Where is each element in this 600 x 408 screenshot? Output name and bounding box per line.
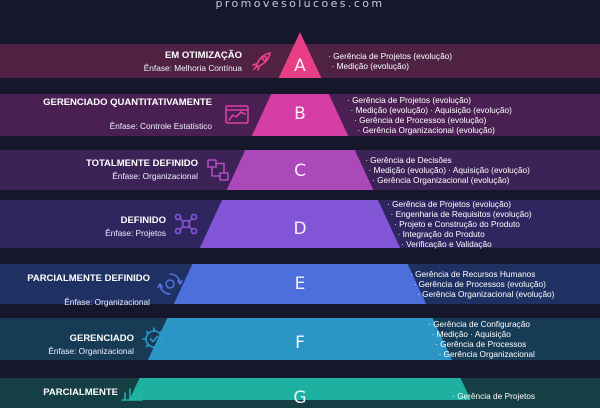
level-emphasis: Ênfase: Organizacional bbox=[112, 171, 198, 181]
dashboard-icon bbox=[225, 105, 249, 124]
level-item: Medição (evolução) · Aquisição (evolução… bbox=[365, 165, 530, 175]
level-item: Medição (evolução) · Aquisição (evolução… bbox=[347, 105, 512, 115]
level-item: Gerência de Projetos (evolução) bbox=[387, 199, 532, 209]
level-title: PARCIALMENTE DEFINIDO bbox=[27, 273, 150, 284]
rocket-icon bbox=[252, 52, 271, 71]
pyramid-slice-b bbox=[251, 94, 349, 136]
pyramid-slice-c bbox=[226, 150, 374, 190]
level-title: GERENCIADO bbox=[69, 333, 134, 344]
level-letter: D bbox=[293, 219, 307, 239]
level-item: Gerência de Processos (evolução) bbox=[347, 115, 512, 125]
level-letter: F bbox=[295, 333, 305, 353]
level-item: Gerência de Projetos (evolução) bbox=[328, 51, 452, 61]
level-item: Medição (evolução) bbox=[328, 61, 452, 71]
level-items: Gerência de DecisõesMedição (evolução) ·… bbox=[365, 155, 530, 186]
level-item: Gerência de Processos (evolução) bbox=[410, 279, 554, 289]
level-items: Gerência de Projetos bbox=[452, 391, 535, 401]
level-letter: G bbox=[293, 388, 307, 408]
gear-check-icon bbox=[142, 327, 166, 351]
level-emphasis: Ênfase: Controle Estatístico bbox=[109, 121, 212, 131]
level-items: Gerência de Recursos HumanosGerência de … bbox=[410, 269, 554, 300]
network-gear-icon bbox=[174, 213, 198, 235]
level-item: Gerência de Processos bbox=[428, 339, 535, 349]
level-letter: B bbox=[294, 104, 306, 124]
level-letter: A bbox=[294, 56, 306, 76]
level-item: Verificação e Validação bbox=[387, 239, 532, 249]
level-emphasis: Ênfase: Organizacional bbox=[64, 297, 150, 307]
level-item: Gerência Organizacional (evolução) bbox=[410, 289, 554, 299]
level-items: Gerência de Projetos (evolução)Medição (… bbox=[347, 95, 512, 136]
level-title: PARCIALMENTE bbox=[43, 387, 118, 398]
level-item: Gerência de Projetos bbox=[452, 391, 535, 401]
level-title: DEFINIDO bbox=[120, 215, 166, 226]
level-emphasis: Ênfase: Melhoria Contínua bbox=[143, 63, 242, 73]
level-title: EM OTIMIZAÇÃO bbox=[164, 50, 242, 61]
pyramid-slice-e bbox=[173, 264, 427, 304]
level-item: Engenharia de Requisitos (evolução) bbox=[387, 209, 532, 219]
level-item: Gerência de Configuração bbox=[428, 319, 535, 329]
level-item: Gerência de Projetos (evolução) bbox=[347, 95, 512, 105]
level-item: Gerência de Recursos Humanos bbox=[410, 269, 554, 279]
level-item: Medição · Aquisição bbox=[428, 329, 535, 339]
level-items: Gerência de Projetos (evolução)Engenhari… bbox=[387, 199, 532, 250]
gear-cycle-icon bbox=[157, 273, 183, 295]
pyramid-slice-g bbox=[129, 378, 471, 400]
level-letter: E bbox=[294, 274, 306, 294]
level-items: Gerência de ConfiguraçãoMedição · Aquisi… bbox=[428, 319, 535, 360]
level-title: GERENCIADO QUANTITATIVAMENTE bbox=[43, 97, 212, 108]
level-emphasis: Ênfase: Projetos bbox=[105, 228, 166, 238]
level-item: Integração do Produto bbox=[387, 229, 532, 239]
chart-icon bbox=[121, 384, 143, 401]
flowchart-icon bbox=[207, 159, 229, 181]
level-item: Gerência Organizacional (evolução) bbox=[347, 125, 512, 135]
level-item: Gerência Organizacional (evolução) bbox=[365, 175, 530, 185]
level-item: Gerência Organizacional bbox=[428, 349, 535, 359]
level-items: Gerência de Projetos (evolução)Medição (… bbox=[328, 51, 452, 71]
level-item: Gerência de Decisões bbox=[365, 155, 530, 165]
pyramid-slice-a bbox=[278, 32, 322, 78]
level-item: Projeto e Construção do Produto bbox=[387, 219, 532, 229]
level-letter: C bbox=[294, 161, 306, 181]
level-emphasis: Ênfase: Organizacional bbox=[48, 346, 134, 356]
pyramid-slice-d bbox=[199, 200, 401, 248]
level-title: TOTALMENTE DEFINIDO bbox=[85, 158, 198, 169]
site-url: promovesolucoes.com bbox=[215, 0, 385, 10]
pyramid-slice-f bbox=[147, 318, 453, 360]
